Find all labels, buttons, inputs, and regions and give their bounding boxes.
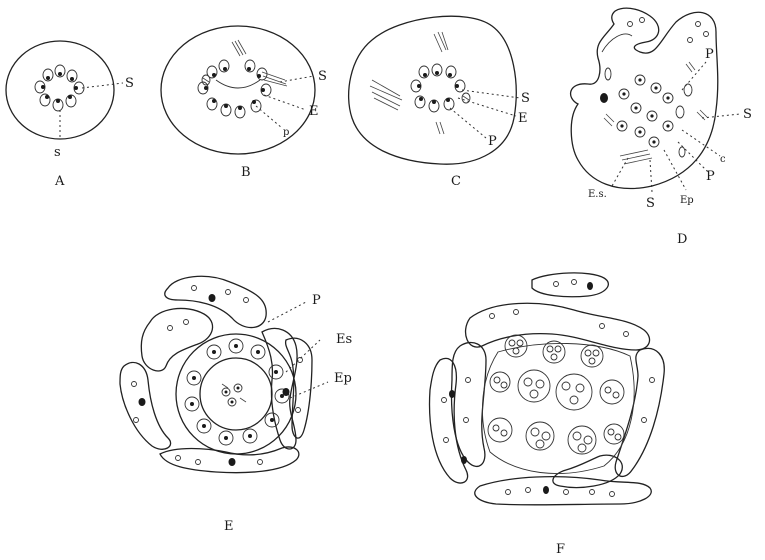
figure-b-hatched-strands [202,40,287,86]
figure-b-label-p: p [283,127,289,138]
figure-c-caption: C [451,174,461,189]
figure-a-caption: A [54,174,65,189]
figure-b-caption: B [241,165,251,180]
figure-d-label-es: E.s. [588,189,607,200]
figure-f-caption: F [556,542,565,557]
figure-a-label-s-lower: s [54,145,61,160]
figure-f-cell-clusters [488,335,624,454]
figure-d-outline [571,8,718,188]
figure-c-label-p: P [488,134,497,149]
figure-b-label-s: S [318,69,327,84]
figure-d-label-s-lower: S [646,196,655,211]
figure-b: S E p B [161,26,327,180]
figure-a-label-s-upper: S [125,76,134,91]
figure-e-caption: E [224,519,234,534]
figure-a-outline [6,41,114,139]
figure-e-endodermis-ring [176,334,296,454]
figure-d-label-p-upper: P [705,47,714,62]
figure-d-label-ep: Ep [680,195,694,206]
figure-d-label-c: c [720,154,726,165]
figure-e-cortex-nuclei [132,286,303,467]
figure-f: F [430,273,665,557]
figure-e-label-p: P [312,293,321,308]
figure-b-outline [161,26,315,154]
figure-d-caption: D [677,232,687,247]
figure-a-vascular-ring [35,65,84,111]
figure-e-label-es: Es [336,332,352,347]
figure-d-label-s-right: S [743,107,752,122]
figure-c: S E P C [349,16,530,189]
figure-d-label-p-lower: P [706,169,715,184]
figure-c-label-s: S [521,91,530,106]
figure-a: S s A [6,41,134,189]
figure-c-label-e: E [518,111,528,126]
figure-c-vascular-ring [411,64,465,112]
figure-b-label-e: E [309,104,319,119]
figure-e: P Es Ep E [120,276,352,534]
figure-e-label-ep: Ep [334,371,352,386]
figure-e-central-cell [222,384,246,406]
figure-d: P S c P Ep S E.s. D [571,8,752,247]
